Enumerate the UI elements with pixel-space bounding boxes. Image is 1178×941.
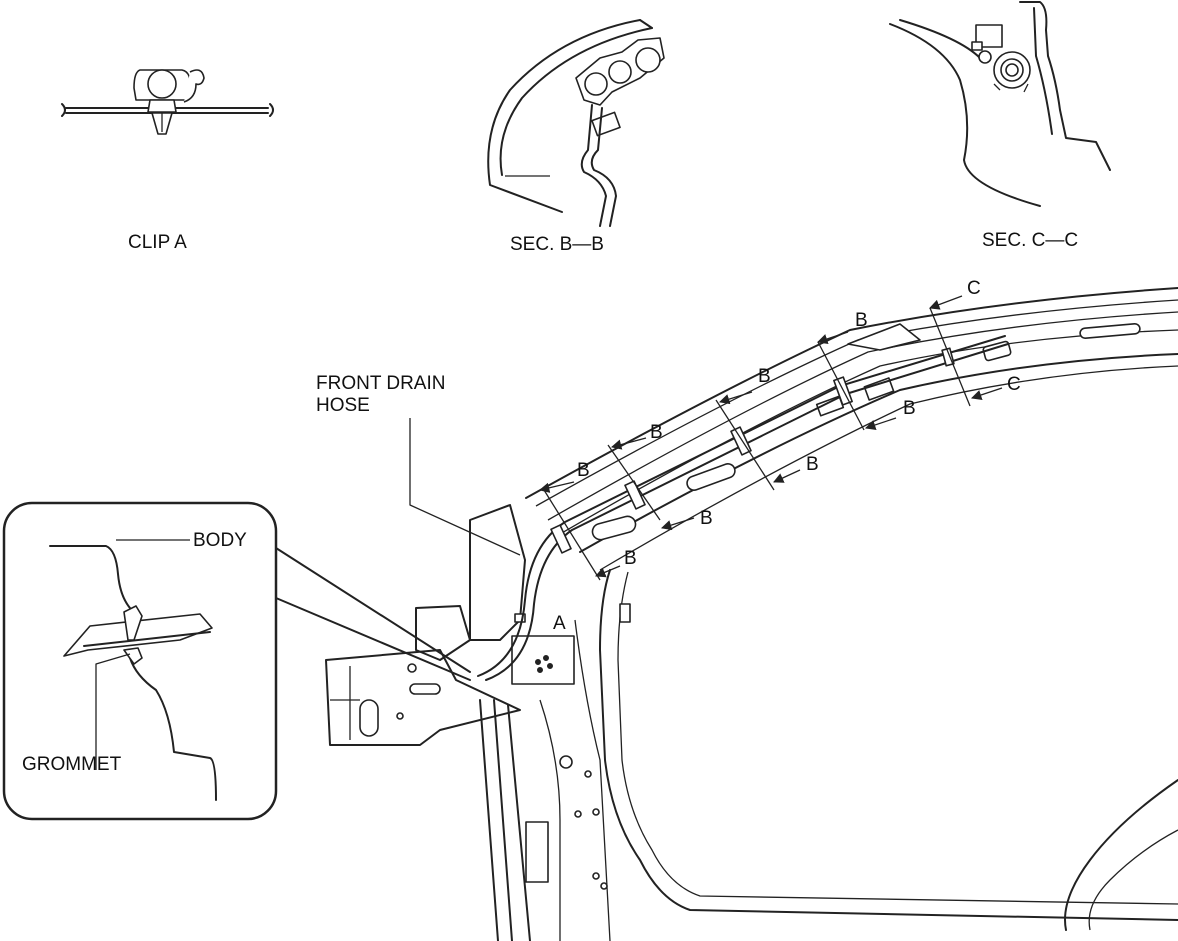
clip-a-detail <box>61 69 274 135</box>
section-b-marker: B <box>903 398 916 419</box>
body-label: BODY <box>193 530 247 551</box>
section-c-marker: C <box>1007 374 1021 395</box>
clip-a-label: CLIP A <box>128 232 187 253</box>
section-b-marker: B <box>650 422 663 443</box>
section-b-label: SEC. B—B <box>510 234 604 255</box>
section-b-marker: B <box>700 508 713 529</box>
grommet-label: GROMMET <box>22 754 122 775</box>
section-b-marker: B <box>855 310 868 331</box>
grommet-inset <box>2 501 278 821</box>
section-c-detail <box>889 1 1111 207</box>
front-drain-hose-leader <box>409 418 521 556</box>
section-cut-lines <box>538 295 1003 581</box>
section-b-marker: B <box>624 548 637 569</box>
front-drain-hose-label: FRONT DRAIN HOSE <box>316 373 446 416</box>
body-structure <box>325 287 1178 941</box>
section-b-detail <box>487 19 665 227</box>
front-drain-hose <box>477 335 1009 681</box>
zoom-callout-wedge <box>275 547 471 681</box>
section-c-label: SEC. C—C <box>982 230 1079 251</box>
section-b-marker: B <box>758 366 771 387</box>
part-a-label: A <box>553 613 566 634</box>
section-c-marker: C <box>967 278 981 299</box>
section-b-marker: B <box>806 454 819 475</box>
section-b-marker: B <box>577 460 590 481</box>
